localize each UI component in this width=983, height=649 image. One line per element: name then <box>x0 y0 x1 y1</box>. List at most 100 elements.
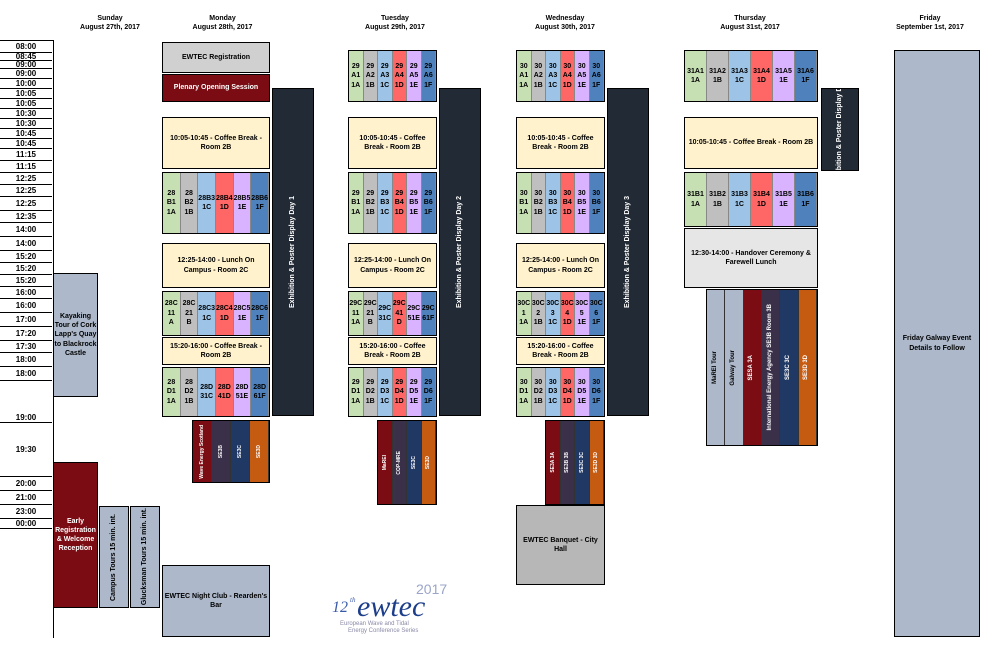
session-cell: 28B6 1F <box>251 173 269 233</box>
time-label: 18:00 <box>0 367 52 381</box>
day-header-monday: Monday August 28th, 2017 <box>160 15 285 33</box>
day-date: August 30th, 2017 <box>535 23 595 31</box>
session-cell: 29 B1 1A <box>349 173 364 233</box>
session-cell: 28C5 1E <box>234 292 252 335</box>
session-cell: 28B5 1E <box>234 173 252 233</box>
session-cell: 31B1 1A <box>685 173 707 226</box>
session-cell: 28 D2 1B <box>180 368 199 416</box>
session-cell: 31B6 1F <box>795 173 817 226</box>
evening-session-label: MaREI <box>381 454 388 471</box>
plenary-session: Plenary Opening Session <box>162 74 270 102</box>
session-cell: 28D 51E <box>233 368 252 416</box>
session-cell: 28C3 1C <box>198 292 216 335</box>
time-label: 10:05 <box>0 89 52 99</box>
session-cell: 30 D4 1D <box>560 368 575 416</box>
monday-exhibition-label: Exhibition & Poster Display Day 1 <box>289 195 297 309</box>
session-cell: 30 B5 1E <box>575 173 590 233</box>
wednesday-banquet: EWTEC Banquet - City Hall <box>516 505 605 585</box>
day-header-thursday: Thursday August 31st, 2017 <box>690 15 810 33</box>
day-name: Monday <box>209 15 236 22</box>
time-label: 14:00 <box>0 223 52 237</box>
thursday-tour-label: MaREI Tour <box>711 351 718 384</box>
session-cell: 30 D5 1E <box>575 368 590 416</box>
time-label: 14:00 <box>0 237 52 251</box>
time-label: 12:35 <box>0 211 52 223</box>
evening-session-label: SE3D 3D <box>593 452 599 473</box>
session-cell: 29 D1 1A <box>349 368 364 416</box>
time-label: 15:20 <box>0 263 52 275</box>
session-cell: 28 B1 1A <box>163 173 181 233</box>
tuesday-coffee-1: 10:05-10:45 - Coffee Break - Room 2B <box>348 117 437 169</box>
session-cell: 30C 2 1B <box>531 292 546 335</box>
day-date: August 27th, 2017 <box>80 23 140 31</box>
wednesday-coffee-2-label: 15:20-16:00 - Coffee Break - Room 2B <box>527 342 594 359</box>
session-cell: 30 A4 1D <box>560 51 575 101</box>
logo-ordinal: th <box>350 596 356 604</box>
session-cell: 31A1 1A <box>685 51 707 101</box>
session-cell: 31A3 1C <box>729 51 751 101</box>
session-cell: 29 A4 1D <box>392 51 407 101</box>
session-cell: 28D 41D <box>216 368 234 416</box>
evening-session-label: SE3D <box>255 444 262 459</box>
wednesday-coffee-1: 10:05-10:45 - Coffee Break - Room 2B <box>516 117 605 169</box>
session-cell: 29 A5 1E <box>407 51 422 101</box>
time-label: 16:00 <box>0 287 52 299</box>
time-label: 11:15 <box>0 161 52 173</box>
time-label: 00:00 <box>0 519 52 529</box>
monday-night-club: EWTEC Night Club - Rearden's Bar <box>162 565 270 637</box>
kayaking-tour-label: Kayaking Tour of Cork Lapp's Quay to Bla… <box>54 313 97 357</box>
evening-session: SE3C <box>407 421 422 504</box>
time-label: 15:20 <box>0 275 52 287</box>
kayaking-tour: Kayaking Tour of Cork Lapp's Quay to Bla… <box>53 273 98 397</box>
tuesday-coffee-1-label: 10:05-10:45 - Coffee Break - Room 2B <box>359 134 426 151</box>
wednesday-banquet-label: EWTEC Banquet - City Hall <box>523 536 598 553</box>
thursday-handover: 12:30-14:00 - Handover Ceremony & Farewe… <box>684 228 818 288</box>
time-label: 08:45 <box>0 52 52 61</box>
session-cell: 30 D2 1B <box>531 368 546 416</box>
plenary-session-label: Plenary Opening Session <box>173 84 259 92</box>
logo-name: ewtec <box>357 590 425 623</box>
session-cell: 30 D3 1C <box>546 368 561 416</box>
evening-session-label: SE3C <box>236 444 243 459</box>
monday-registration: EWTEC Registration <box>162 42 270 73</box>
time-label: 18:00 <box>0 353 52 367</box>
day-date: August 31st, 2017 <box>720 23 780 31</box>
logo-year: 2017 <box>416 581 447 597</box>
day-date: August 29th, 2017 <box>365 23 425 31</box>
evening-session: SE3A 3A <box>546 421 561 504</box>
time-label: 15:20 <box>0 251 52 263</box>
session-cell: 30 B4 1D <box>560 173 575 233</box>
thursday-tour: SESA 3A <box>743 290 762 445</box>
session-cell: 31B2 1B <box>707 173 729 226</box>
monday-lunch: 12:25-14:00 - Lunch On Campus - Room 2C <box>162 243 270 288</box>
session-cell: 30 A6 1F <box>589 51 604 101</box>
time-label: 09:00 <box>0 69 52 79</box>
tuesday-exhibition: Exhibition & Poster Display Day 2 <box>439 88 481 416</box>
session-cell: 30 A2 1B <box>531 51 546 101</box>
time-label: 10:05 <box>0 99 52 109</box>
session-cell: 30C 1 1A <box>517 292 532 335</box>
campus-tours: Campus Tours 15 min. int. <box>99 506 129 608</box>
session-cell: 31A6 1F <box>795 51 817 101</box>
evening-session: SE3D <box>421 421 436 504</box>
session-cell: 28B3 1C <box>198 173 216 233</box>
thursday-exhibition: Exhibition & Poster Display Day 4 <box>821 88 859 171</box>
session-cell: 29 A2 1B <box>363 51 378 101</box>
thursday-tour: International Energy Agency SE3B Room 3B <box>762 290 781 445</box>
thursday-tour: SE3D 3D <box>798 290 817 445</box>
thursday-exhibition-label: Exhibition & Poster Display Day 4 <box>836 88 844 171</box>
session-cell: 28C 11 A <box>163 292 181 335</box>
session-cell: 30C 4 1D <box>560 292 575 335</box>
time-label: 23:00 <box>0 505 52 519</box>
session-cell: 28C6 1F <box>251 292 269 335</box>
day-header-sunday: Sunday August 27th, 2017 <box>55 15 165 33</box>
session-cell: 30C 3 1C <box>546 292 561 335</box>
